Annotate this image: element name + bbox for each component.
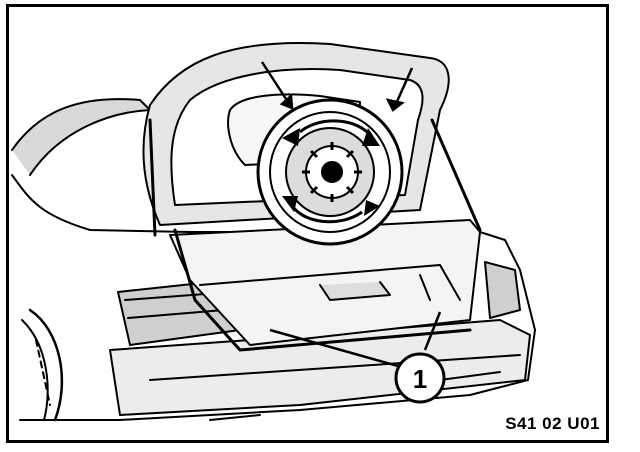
detail-magnifier [256, 98, 404, 246]
rear-wheel [28, 308, 64, 422]
pointer-line-right [393, 67, 414, 107]
trunk-seal [173, 228, 472, 352]
figure-reference-code: S41 02 U01 [505, 414, 600, 433]
callout-label-1: 1 [413, 364, 427, 394]
pointer-line-left [260, 61, 290, 103]
car-body-outline [11, 174, 536, 421]
gas-strut-left [148, 118, 157, 237]
callout-1: 1 [269, 311, 446, 404]
tail-light-right [484, 261, 521, 319]
soft-top-outline [11, 98, 151, 176]
gas-strut-right [430, 118, 482, 232]
